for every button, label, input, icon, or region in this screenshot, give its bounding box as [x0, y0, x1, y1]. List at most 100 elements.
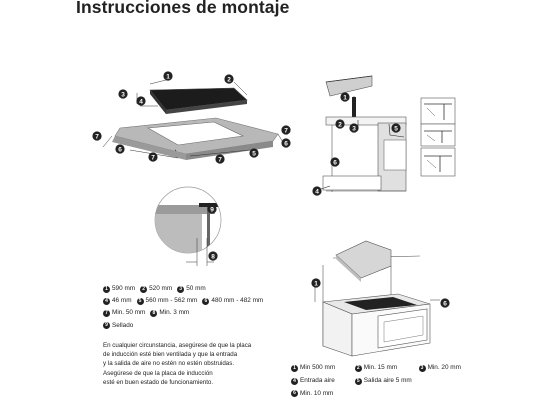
number-badge: 4 — [103, 297, 110, 305]
legend-text: 590 mm — [112, 285, 136, 292]
svg-text:7: 7 — [218, 156, 222, 163]
legend-text: Min. 3 mm — [159, 309, 190, 317]
badge-9: 9 — [207, 204, 217, 214]
badge-7b: 7 — [281, 125, 291, 135]
svg-text:1: 1 — [343, 94, 347, 101]
svg-text:6: 6 — [443, 300, 447, 307]
badge-c6: 6 — [440, 298, 450, 308]
legend-text: Min 500 mm — [300, 364, 336, 372]
svg-text:4: 4 — [139, 98, 143, 105]
legend-text: 560 mm - 562 mm — [145, 297, 198, 305]
badge-r3: 3 — [349, 123, 359, 133]
number-badge: 1 — [291, 365, 298, 372]
svg-text:1: 1 — [166, 73, 170, 80]
badge-7a: 7 — [92, 131, 102, 141]
svg-text:7: 7 — [284, 127, 288, 134]
badge-r1: 1 — [340, 92, 350, 102]
ventilation-note: En cualquier circunstancia, asegúrese de… — [103, 341, 273, 387]
legend-text: 520 mm — [149, 285, 173, 292]
svg-text:6: 6 — [284, 140, 288, 147]
badge-r6: 6 — [330, 157, 340, 167]
number-badge: 3 — [177, 285, 185, 293]
badge-5: 5 — [249, 148, 259, 158]
badge-6a: 6 — [115, 144, 125, 154]
badge-4: 4 — [136, 96, 146, 106]
svg-text:4: 4 — [315, 188, 319, 195]
badge-1: 1 — [163, 71, 173, 81]
svg-text:9: 9 — [210, 206, 214, 213]
svg-text:3: 3 — [352, 125, 356, 132]
badge-6b: 6 — [281, 138, 291, 148]
svg-text:8: 8 — [211, 253, 215, 260]
legend-text: Sellado — [112, 321, 134, 329]
svg-text:7: 7 — [151, 154, 155, 161]
badge-r4: 4 — [312, 186, 322, 196]
badge-2: 2 — [224, 74, 234, 84]
legend-text: Min. 50 mm — [112, 309, 146, 317]
legend-text: Min. 20 mm — [427, 364, 461, 372]
svg-text:5: 5 — [252, 150, 256, 157]
svg-text:1: 1 — [314, 280, 318, 287]
svg-text:3: 3 — [121, 91, 125, 98]
number-badge: 6 — [291, 390, 298, 398]
legend-text: 50 mm — [186, 285, 206, 292]
note-line: y la salida de aire no estén no estén ob… — [103, 360, 235, 368]
badge-8: 8 — [208, 251, 218, 261]
number-badge: 2 — [140, 285, 148, 293]
badge-3: 3 — [118, 89, 128, 99]
note-line: En cualquier circunstancia, asegúrese de… — [103, 342, 252, 349]
svg-text:7: 7 — [95, 133, 99, 140]
legend-text: Min. 10 mm — [300, 389, 334, 397]
number-badge: 7 — [103, 310, 110, 317]
svg-text:2: 2 — [338, 121, 342, 128]
number-badge: 5 — [136, 297, 144, 305]
svg-text:▸: ▸ — [175, 148, 177, 152]
legend-text: Salida aire 5 mm — [363, 377, 412, 385]
badge-r5: 5 — [391, 123, 401, 133]
number-badge: 5 — [354, 377, 362, 385]
badge-c1: 1 — [311, 278, 321, 288]
number-badge: 2 — [354, 365, 362, 372]
number-badge: 9 — [103, 322, 110, 330]
note-line: de inducción esté bien ventilada y que l… — [103, 351, 238, 359]
number-badge: 3 — [418, 365, 426, 372]
number-badge: 6 — [202, 297, 210, 305]
badge-7c: 7 — [148, 152, 158, 162]
legend-text: Entrada aire — [300, 377, 335, 385]
svg-text:5: 5 — [394, 125, 398, 132]
note-line: esté en buen estado de funcionamiento. — [103, 378, 214, 386]
legend-text: Min. 15 mm — [363, 364, 398, 372]
svg-text:2: 2 — [227, 76, 231, 83]
number-badge: 4 — [291, 377, 298, 385]
badge-7d: 7 — [215, 154, 225, 164]
legend-text: 46 mm — [112, 297, 132, 305]
number-badge: 8 — [150, 310, 158, 317]
number-badge: 1 — [103, 285, 110, 293]
badge-r2: 2 — [335, 119, 345, 129]
note-line: Asegúrese de que la placa de inducción — [103, 369, 213, 377]
